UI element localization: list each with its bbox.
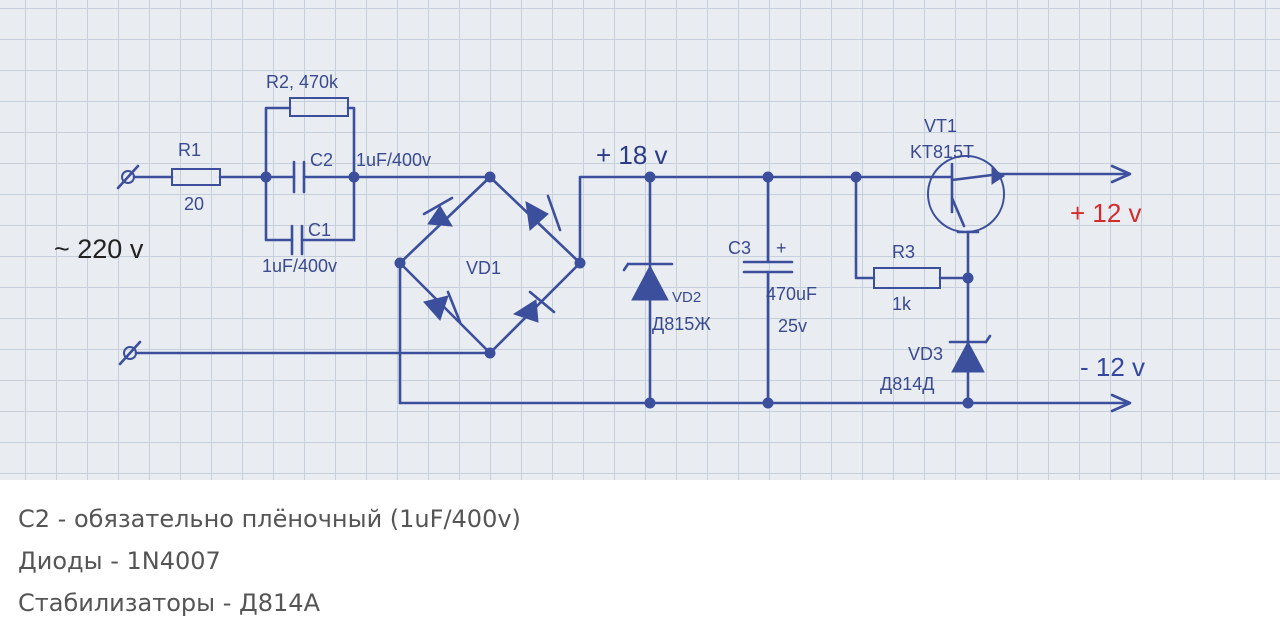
arrow-output-minus: [1110, 393, 1132, 413]
label-c3-plus: +: [776, 238, 787, 258]
label-vt1-part: KT815T: [910, 142, 974, 162]
wire-c1-branch: [264, 175, 356, 242]
wire-r2-branch: [264, 106, 356, 179]
label-plus18: + 18 v: [596, 140, 668, 170]
wire-bridge-plus: [578, 175, 652, 265]
capacitor-c1: [290, 224, 304, 256]
resistor-r3: [873, 267, 941, 289]
label-vd2-part: Д815Ж: [652, 314, 711, 334]
label-output-minus: - 12 v: [1080, 352, 1145, 382]
capacitor-c2: [292, 160, 306, 194]
arrow-output-plus: [1110, 164, 1132, 184]
label-vd1: VD1: [466, 258, 501, 278]
note-diodes: Диоды - 1N4007: [18, 547, 221, 575]
label-input-voltage: ~ 220 v: [54, 234, 144, 264]
label-vt1: VT1: [924, 116, 957, 136]
label-r1-value: 20: [184, 194, 204, 214]
wire-r3-left: [854, 175, 876, 280]
label-r1: R1: [178, 140, 201, 160]
capacitor-c3: [742, 175, 794, 405]
resistor-r2: [289, 97, 349, 117]
label-r3-value: 1k: [892, 294, 912, 314]
label-r2: R2, 470k: [266, 72, 339, 92]
resistor-r1: [171, 168, 221, 186]
transistor-vt1: [927, 155, 1005, 234]
label-c3-cap: 470uF: [766, 284, 817, 304]
label-c3-voltage: 25v: [778, 316, 807, 336]
label-vd3: VD3: [908, 344, 943, 364]
circuit-schematic: R1 20 R2, 470k C2 1uF/400v C1 1uF/400v ~…: [54, 72, 1145, 413]
label-r3: R3: [892, 242, 915, 262]
notes-list: C2 - обязательно плёночный (1uF/400v) Ди…: [18, 498, 521, 624]
label-vd2: VD2: [672, 289, 701, 306]
zener-diode-vd2: [622, 175, 674, 405]
graph-paper-sheet: R1 20 R2, 470k C2 1uF/400v C1 1uF/400v ~…: [0, 0, 1280, 480]
label-c2-value: 1uF/400v: [356, 150, 431, 170]
note-stabilizers: Стабилизаторы - Д814А: [18, 589, 320, 617]
label-c3: C3: [728, 238, 751, 258]
label-output-plus: + 12 v: [1070, 198, 1142, 228]
label-c1: C1: [308, 220, 331, 240]
zener-diode-vd3: [948, 334, 992, 405]
label-c1-value: 1uF/400v: [262, 256, 337, 276]
label-c2: C2: [310, 150, 333, 170]
label-vd3-part: Д814Д: [880, 374, 934, 394]
note-c2: C2 - обязательно плёночный (1uF/400v): [18, 505, 521, 533]
